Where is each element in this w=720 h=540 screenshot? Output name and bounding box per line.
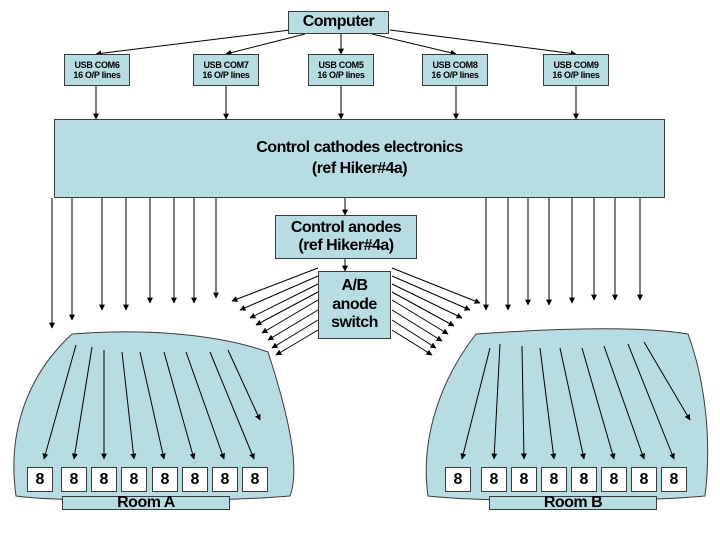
room-a-label: Room A — [62, 494, 230, 511]
room-b-digit-4: 8 — [541, 467, 567, 492]
room-a-digit-7: 8 — [212, 467, 238, 492]
usb-module-com8: USB COM8 16 O/P lines — [422, 54, 488, 86]
usb-lines-label: 16 O/P lines — [552, 70, 600, 80]
usb-port-label: USB COM9 — [553, 59, 599, 70]
usb-module-com6: USB COM6 16 O/P lines — [64, 54, 130, 86]
anodes-ref: (ref Hiker#4a) — [298, 237, 394, 254]
room-a-arrows — [42, 344, 261, 460]
computer-box: Computer — [288, 11, 389, 34]
room-b-digit-5: 8 — [571, 467, 597, 492]
usb-module-com5: USB COM5 16 O/P lines — [308, 54, 374, 86]
usb-port-label: USB COM7 — [203, 59, 249, 70]
room-a-digit-3: 8 — [91, 467, 117, 492]
cathodes-electronics-box: Control cathodes electronics (ref Hiker#… — [54, 119, 665, 198]
usb-to-cathodes-arrows — [93, 86, 579, 120]
room-a-digit-1: 8 — [27, 467, 53, 492]
usb-port-label: USB COM6 — [74, 59, 120, 70]
usb-module-com9: USB COM9 16 O/P lines — [543, 54, 609, 86]
anodes-title: Control anodes — [290, 218, 402, 236]
room-b-label: Room B — [489, 494, 657, 511]
room-a-digit-6: 8 — [182, 467, 208, 492]
cathode-lines-left — [49, 198, 219, 329]
cathode-lines-right — [483, 198, 643, 311]
room-b-digit-1: 8 — [445, 467, 471, 492]
room-a-digit-2: 8 — [61, 467, 87, 492]
cathodes-title: Control cathodes electronics — [256, 138, 463, 156]
computer-label: Computer — [302, 13, 375, 31]
cathodes-ref: (ref Hiker#4a) — [311, 160, 408, 177]
switch-line2: anode — [332, 295, 377, 313]
usb-lines-label: 16 O/P lines — [73, 70, 121, 80]
usb-port-label: USB COM5 — [318, 59, 364, 70]
room-a-digit-4: 8 — [121, 467, 147, 492]
usb-lines-label: 16 O/P lines — [431, 70, 479, 80]
room-b-digit-7: 8 — [631, 467, 657, 492]
anode-switch-box: A/B anode switch — [318, 271, 391, 339]
room-b-digit-6: 8 — [601, 467, 627, 492]
switch-line3: switch — [331, 314, 378, 332]
usb-port-label: USB COM8 — [432, 59, 478, 70]
room-a-digit-8: 8 — [242, 467, 268, 492]
room-b-digit-3: 8 — [511, 467, 537, 492]
computer-to-usb-arrows — [95, 29, 577, 57]
room-b-digit-8: 8 — [661, 467, 687, 492]
switch-line1: A/B — [341, 277, 368, 295]
switch-fanout-right — [391, 267, 481, 356]
usb-lines-label: 16 O/P lines — [202, 70, 250, 80]
room-b-arrows — [460, 341, 691, 460]
room-a-digit-5: 8 — [152, 467, 178, 492]
anodes-control-box: Control anodes (ref Hiker#4a) — [275, 215, 417, 259]
switch-fanout-left — [231, 267, 319, 356]
usb-module-com7: USB COM7 16 O/P lines — [193, 54, 259, 86]
usb-lines-label: 16 O/P lines — [317, 70, 365, 80]
room-b-digit-2: 8 — [481, 467, 507, 492]
